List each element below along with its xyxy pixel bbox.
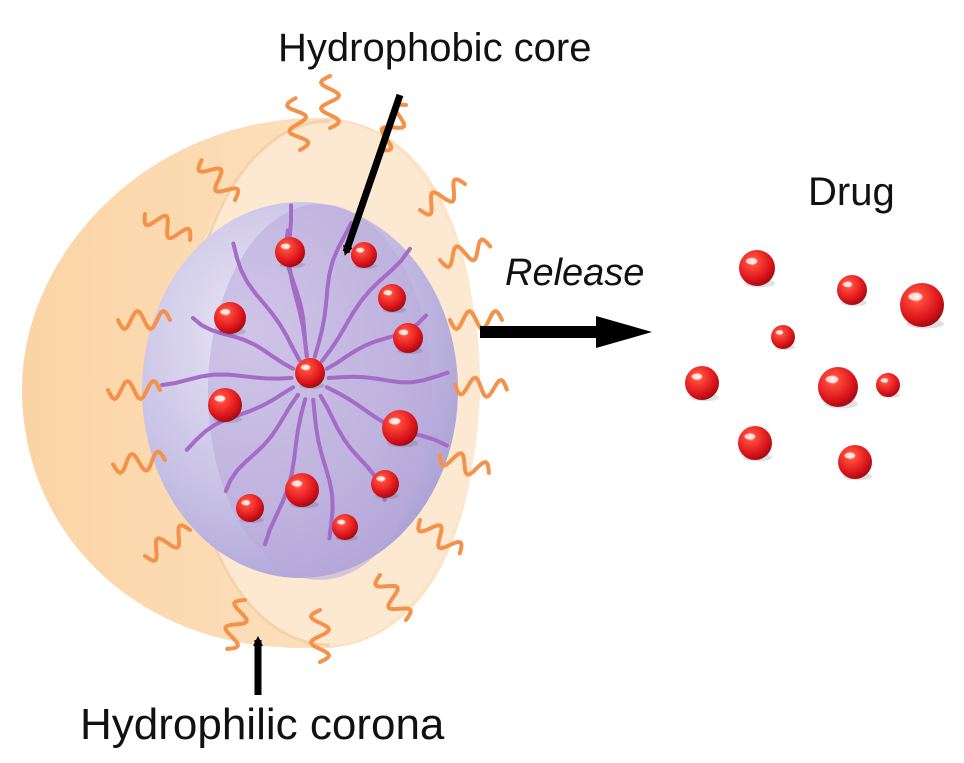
release-arrow-head — [596, 316, 652, 348]
drug-sphere-icon — [378, 284, 406, 313]
hydrophilic-chain — [285, 96, 311, 152]
core-pointer-arrow — [342, 93, 404, 256]
hydrophilic-chain — [453, 375, 509, 399]
release-arrow-shaft — [480, 326, 598, 338]
hydrophobic-core-label: Hydrophobic core — [278, 26, 592, 70]
released-drugs — [685, 250, 944, 481]
hydrophilic-chain — [116, 309, 172, 331]
drug-sphere-icon — [351, 242, 378, 269]
hydrophobic-chain — [286, 203, 309, 359]
hydrophilic-chain — [416, 518, 464, 556]
hydrophobic-chain — [223, 392, 300, 494]
hydrophilic-chain — [111, 449, 167, 475]
drug-sphere-icon — [295, 358, 325, 390]
drug-sphere-icon — [739, 250, 775, 288]
hydrophobic-chain — [190, 316, 296, 371]
drug-sphere-icon — [837, 275, 867, 307]
hydrophobic-chain — [312, 221, 354, 359]
hydrophobic-chain — [320, 246, 412, 364]
drug-sphere-icon — [236, 494, 264, 523]
hydrophilic-chains — [106, 74, 509, 664]
drug-sphere-icon — [285, 473, 319, 509]
drug-sphere-icon — [876, 373, 900, 398]
drug-sphere-icon — [382, 410, 419, 448]
hydrophilic-chain — [309, 608, 331, 664]
hydrophilic-chain — [448, 309, 504, 331]
drug-sphere-icon — [900, 283, 944, 329]
release-label: Release — [505, 252, 645, 294]
hydrophobic-chain — [326, 370, 450, 385]
drug-sphere-icon — [332, 514, 359, 541]
hydrophilic-chain — [223, 598, 249, 651]
hydrophilic-chain — [196, 158, 241, 202]
drug-sphere-icon — [275, 237, 305, 269]
hydrophilic-chain — [142, 212, 193, 242]
drug-sphere-icon — [738, 426, 772, 462]
drug-sphere-icon — [685, 366, 719, 402]
hydrophilic-chain — [438, 237, 493, 269]
hydrophobic-chain — [231, 241, 302, 362]
hydrophilic-chain — [438, 451, 491, 477]
hydrophilic-chain — [373, 573, 413, 622]
hydrophilic-chain — [319, 74, 341, 130]
drug-sphere-icon — [214, 302, 246, 336]
release-arrow — [480, 316, 652, 348]
encapsulated-drugs — [208, 237, 423, 541]
hydrophilic-chain — [143, 523, 192, 563]
hydrophobic-core-face — [208, 204, 432, 580]
drug-sphere-icon — [771, 325, 795, 350]
drug-label: Drug — [808, 170, 895, 214]
hydrophilic-chain — [106, 379, 162, 401]
drug-sphere-icon — [818, 367, 858, 409]
drug-sphere-icon — [393, 323, 423, 355]
hydrophilic-corona-label: Hydrophilic corona — [80, 700, 445, 749]
hydrophobic-chain — [263, 397, 308, 547]
hydrophobic-chain — [160, 372, 294, 387]
hydrophilic-chain — [418, 177, 467, 217]
drug-sphere-icon — [208, 388, 242, 424]
drug-sphere-icon — [838, 445, 872, 481]
drug-sphere-icon — [371, 470, 399, 499]
hydrophobic-chain — [311, 397, 335, 541]
